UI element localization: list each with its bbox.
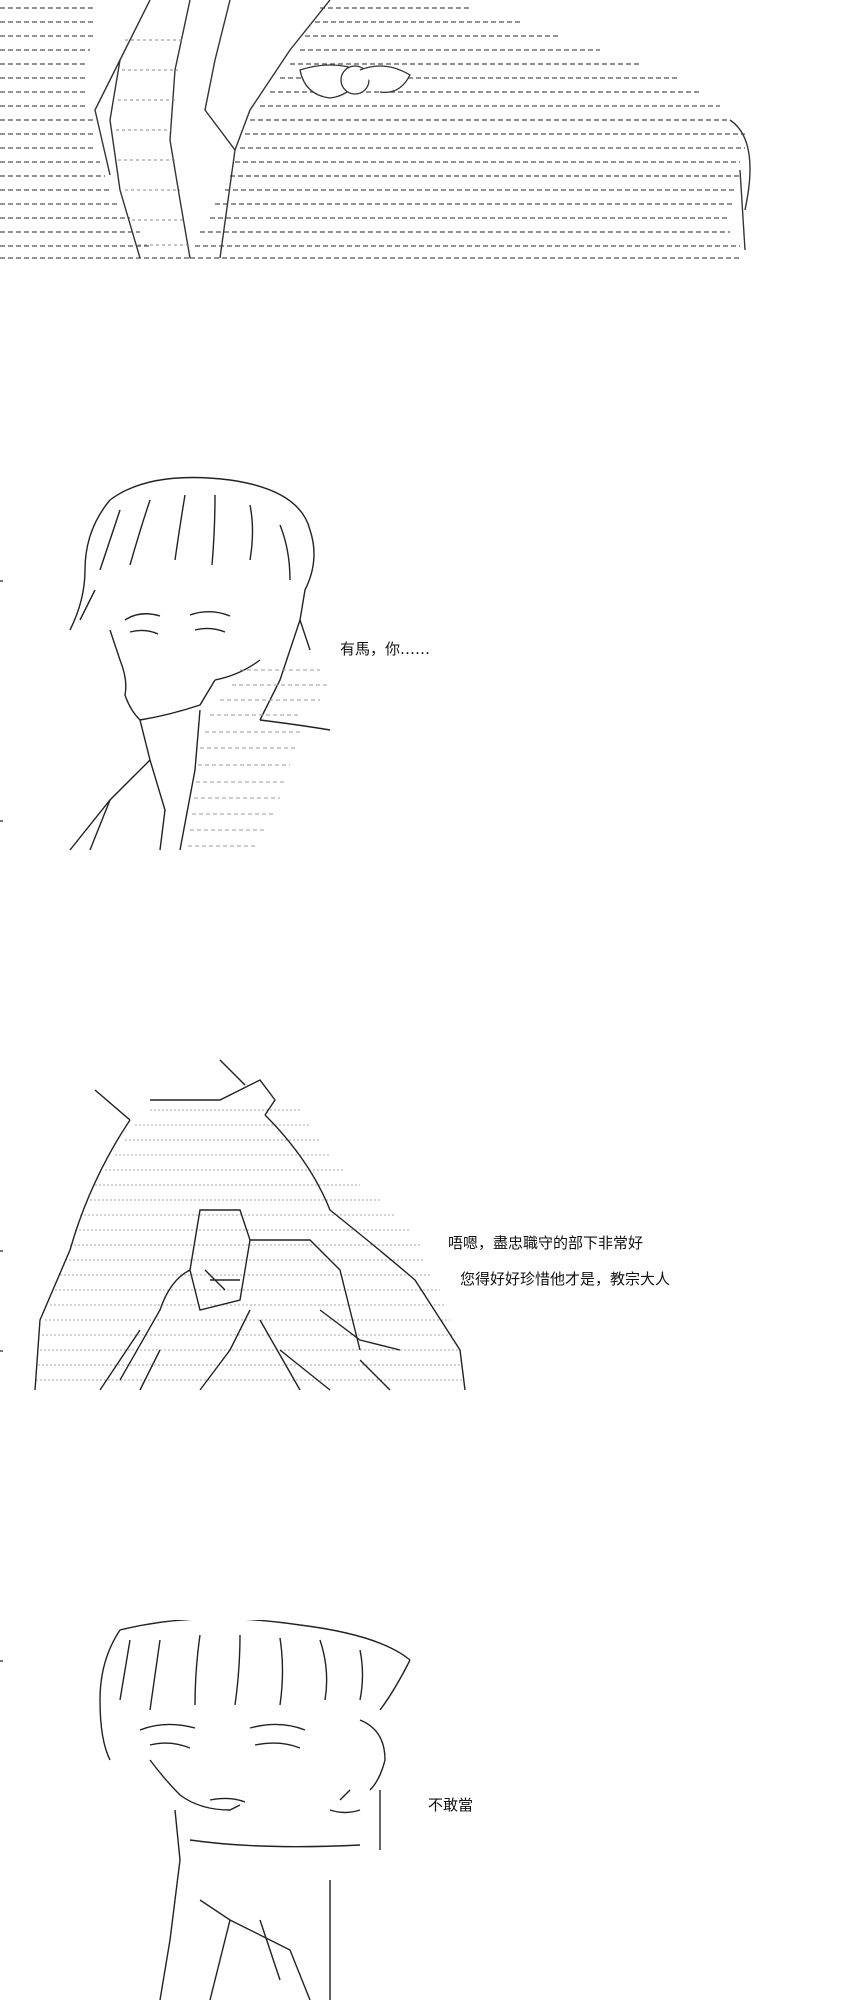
panel-4: 不敢當: [0, 1620, 859, 2000]
dialogue-line: 有馬，你……: [340, 640, 431, 658]
character-artwork-hooded-figure: [34, 1059, 466, 1391]
dialogue-line: 不敢當: [428, 1796, 474, 1814]
jacket-artwork: [0, 0, 751, 259]
character-artwork-boy-messy-hair: [99, 1620, 411, 2000]
dialogue-line: 唔嗯，盡忠職守的部下非常好: [448, 1234, 644, 1252]
dialogue-line: 您得好好珍惜他才是，教宗大人: [460, 1270, 671, 1288]
panel-3: 唔嗯，盡忠職守的部下非常好 您得好好珍惜他才是，教宗大人: [0, 1050, 859, 1450]
panel-2: 有馬，你……: [0, 470, 859, 870]
panel-1: [0, 0, 859, 270]
character-artwork-boy: [69, 476, 331, 851]
